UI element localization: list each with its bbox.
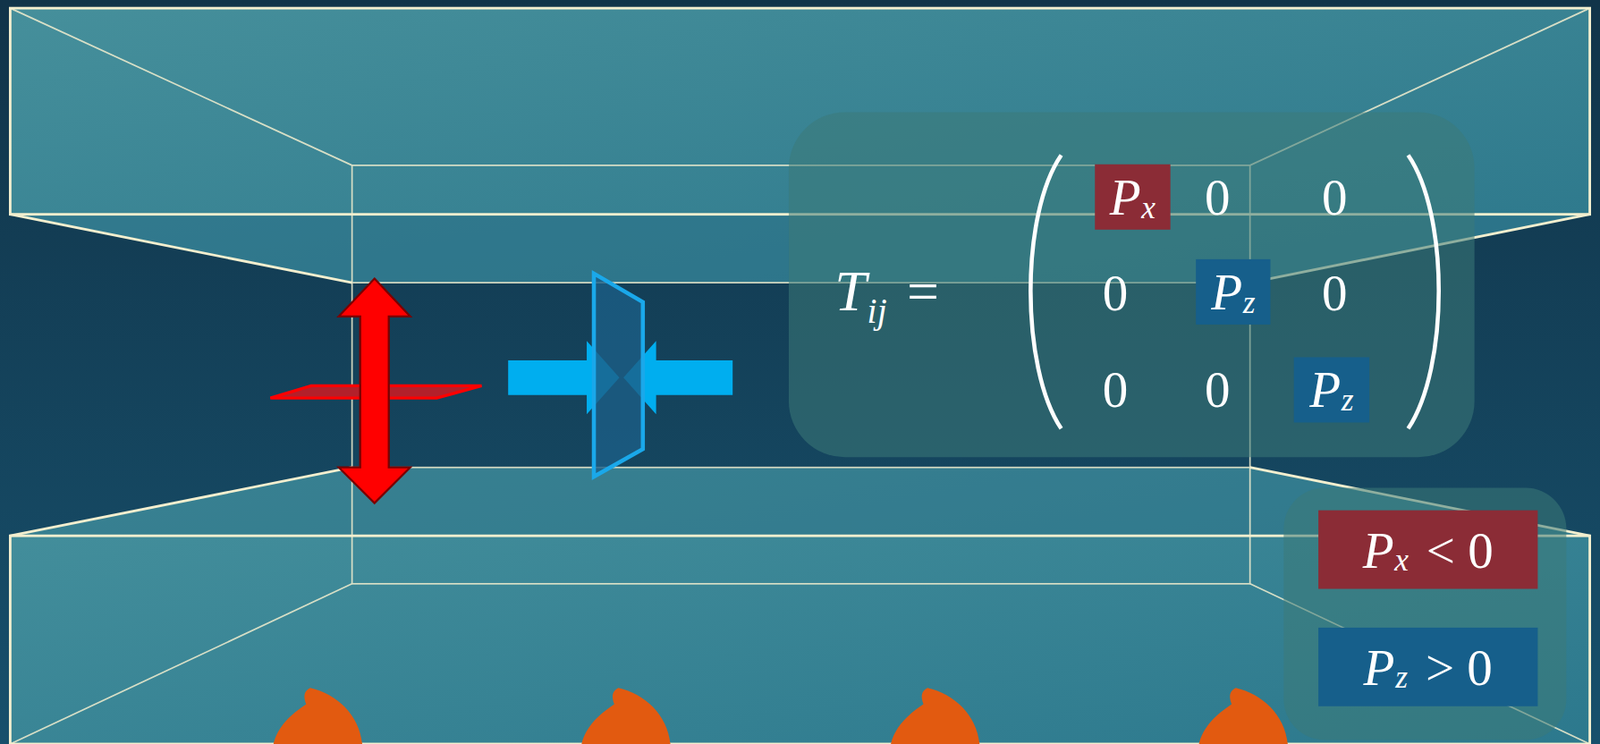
pressure-symbol: P <box>1210 262 1243 322</box>
tensor-name: Tij= <box>834 258 940 324</box>
axis-subscript: z <box>1395 660 1408 697</box>
sign-badge: Px < 0 <box>1318 510 1538 590</box>
matrix-zero: 0 <box>1102 262 1129 322</box>
matrix-zero: 0 <box>1102 360 1129 420</box>
matrix-entry: Pz <box>1294 356 1370 423</box>
pressure-symbol: P <box>1362 519 1395 579</box>
equals-sign: = <box>906 259 940 323</box>
axis-subscript: z <box>1341 381 1355 419</box>
sign-condition: < 0 <box>1426 519 1494 579</box>
axis-subscript: z <box>1243 285 1256 322</box>
pressure-symbol: P <box>1109 167 1142 227</box>
matrix-zero: 0 <box>1321 167 1348 227</box>
matrix-entry: Pz <box>1195 259 1270 325</box>
matrix-zero: 0 <box>1204 167 1231 227</box>
matrix-entry: Px <box>1094 164 1170 230</box>
pressure-symbol: P <box>1309 359 1341 419</box>
sign-condition: > 0 <box>1425 637 1493 697</box>
pressure-symbol: P <box>1363 637 1396 697</box>
matrix-zero: 0 <box>1204 360 1231 420</box>
sign-badge: Pz > 0 <box>1318 627 1538 707</box>
index-subscript: ij <box>867 290 888 331</box>
axis-subscript: x <box>1141 189 1156 227</box>
tensor-symbol: T <box>834 259 867 323</box>
matrix-zero: 0 <box>1321 262 1348 322</box>
axis-subscript: x <box>1394 541 1409 579</box>
